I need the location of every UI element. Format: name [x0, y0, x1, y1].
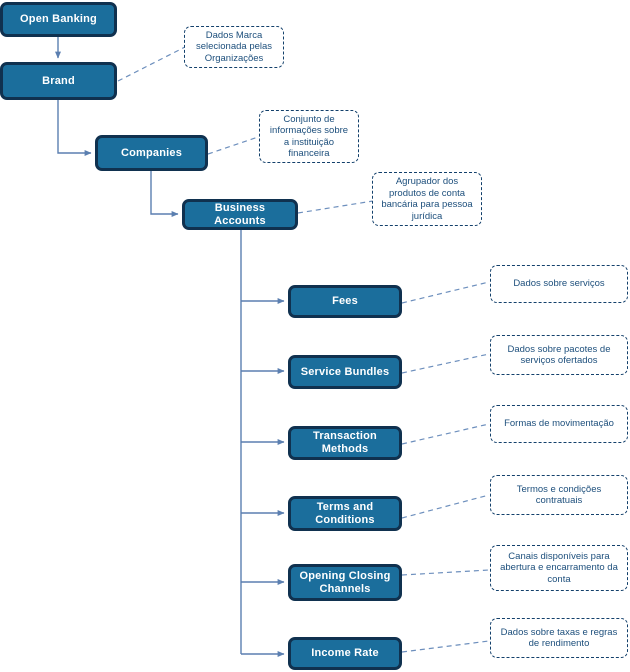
node-transaction-methods[interactable]: Transaction Methods: [288, 426, 402, 460]
note-connector-companies: [207, 135, 262, 155]
note-income-rate: Dados sobre taxas e regras de rendimento: [490, 618, 628, 658]
node-opening-closing-channels[interactable]: Opening Closing Channels: [288, 564, 402, 601]
note-brand: Dados Marca selecionada pelas Organizaçõ…: [184, 26, 284, 68]
note-brand-text: Dados Marca selecionada pelas Organizaçõ…: [195, 29, 273, 64]
node-companies-label: Companies: [120, 146, 183, 159]
note-fees-text: Dados sobre serviços: [513, 278, 605, 290]
note-business-accounts-text: Agrupador dos produtos de conta bancária…: [381, 176, 473, 222]
note-connector-business-accounts: [297, 200, 374, 214]
node-open-banking[interactable]: Open Banking: [0, 2, 117, 37]
note-connector-income-rate: [401, 640, 490, 653]
note-connector-opening-closing-channels: [401, 569, 490, 576]
note-opening-closing-channels: Canais disponíveis para abertura e encar…: [490, 545, 628, 591]
note-connector-transaction-methods: [401, 423, 490, 445]
note-opening-closing-channels-text: Canais disponíveis para abertura e encar…: [500, 550, 618, 585]
node-business-accounts[interactable]: Business Accounts: [182, 199, 298, 230]
node-business-accounts-label: Business Accounts: [214, 201, 266, 227]
note-connector-fees: [401, 281, 490, 304]
node-brand-label: Brand: [42, 74, 75, 87]
note-connector-brand: [117, 46, 186, 82]
node-companies[interactable]: Companies: [95, 135, 208, 171]
node-service-bundles[interactable]: Service Bundles: [288, 355, 402, 389]
node-income-rate[interactable]: Income Rate: [288, 637, 402, 670]
note-connector-service-bundles: [401, 353, 490, 374]
note-business-accounts: Agrupador dos produtos de conta bancária…: [372, 172, 482, 226]
node-opening-closing-channels-label: Opening Closing Channels: [299, 569, 391, 595]
edge-brand-to-companies: [57, 100, 92, 156]
node-fees[interactable]: Fees: [288, 285, 402, 318]
note-connector-terms-and-conditions: [401, 494, 490, 519]
node-transaction-methods-label: Transaction Methods: [313, 430, 377, 455]
note-companies: Conjunto de informações sobre a institui…: [259, 110, 359, 163]
note-transaction-methods: Formas de movimentação: [490, 405, 628, 443]
note-companies-text: Conjunto de informações sobre a institui…: [269, 113, 349, 160]
node-fees-label: Fees: [332, 295, 358, 307]
node-income-rate-label: Income Rate: [311, 647, 379, 659]
note-fees: Dados sobre serviços: [490, 265, 628, 303]
note-transaction-methods-text: Formas de movimentação: [504, 418, 614, 430]
note-service-bundles: Dados sobre pacotes de serviços ofertado…: [490, 335, 628, 375]
note-income-rate-text: Dados sobre taxas e regras de rendimento: [500, 626, 618, 650]
note-terms-and-conditions: Termos e condições contratuais: [490, 475, 628, 515]
note-service-bundles-text: Dados sobre pacotes de serviços ofertado…: [507, 343, 611, 367]
node-terms-and-conditions[interactable]: Terms and Conditions: [288, 496, 402, 531]
node-service-bundles-label: Service Bundles: [300, 365, 390, 378]
edge-companies-to-business-accounts: [150, 171, 179, 217]
node-terms-and-conditions-label: Terms and Conditions: [315, 500, 375, 526]
note-terms-and-conditions-text: Termos e condições contratuais: [516, 483, 602, 507]
node-brand[interactable]: Brand: [0, 62, 117, 100]
node-open-banking-label: Open Banking: [20, 13, 97, 25]
